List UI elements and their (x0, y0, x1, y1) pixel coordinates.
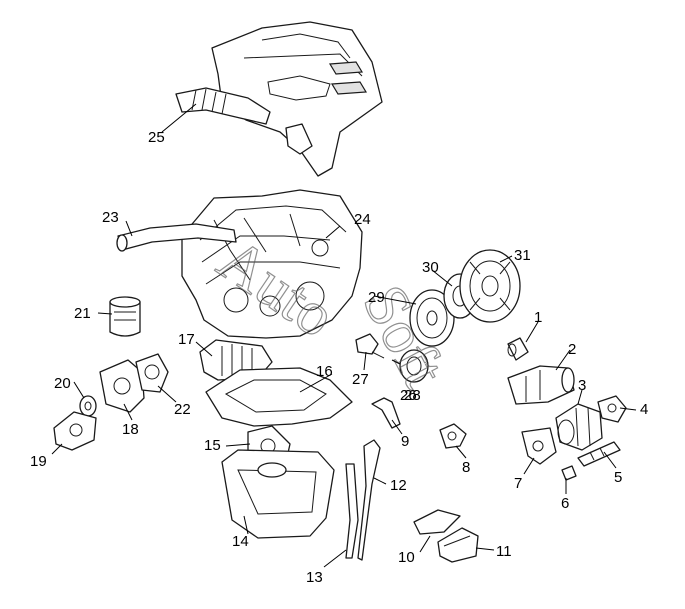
part-8-thermostat-housing[interactable] (439, 423, 467, 449)
callout-2: 2 (568, 341, 576, 358)
part-4-bracket[interactable] (597, 395, 627, 423)
callout-8: 8 (462, 459, 470, 476)
part-21-oil-filter[interactable] (109, 296, 141, 337)
callout-4: 4 (640, 401, 648, 418)
callout-15: 15 (204, 437, 221, 454)
part-9-breather-pipe[interactable] (371, 397, 401, 429)
callout-28: 28 (404, 387, 421, 404)
part-29-flywheel[interactable] (409, 289, 455, 347)
part-13-dipstick-tube[interactable] (345, 463, 359, 559)
callout-5: 5 (614, 469, 622, 486)
part-22-gasket[interactable] (135, 353, 169, 393)
callout-9: 9 (401, 433, 409, 450)
part-10-bracket[interactable] (413, 509, 461, 535)
part-16-oil-pan-upper[interactable] (205, 367, 353, 427)
part-31-pressure-plate[interactable] (459, 249, 521, 323)
callout-10: 10 (398, 549, 415, 566)
callout-12: 12 (390, 477, 407, 494)
callout-3: 3 (578, 377, 586, 394)
callout-26: 26 (400, 387, 417, 404)
part-7-mounting-bracket[interactable] (521, 427, 557, 465)
callout-17: 17 (178, 331, 195, 348)
callout-30: 30 (422, 259, 439, 276)
callout-31: 31 (514, 247, 531, 264)
part-19-thermostat-elbow[interactable] (53, 411, 97, 451)
callout-6: 6 (561, 495, 569, 512)
callout-24: 24 (354, 211, 371, 228)
callout-labels: 1 2 3 4 5 6 7 8 9 10 11 12 13 14 15 16 1… (30, 129, 648, 586)
part-23-coolant-pipe[interactable] (116, 223, 237, 252)
part-5-tensioner-rod[interactable] (577, 441, 621, 467)
callout-14: 14 (232, 533, 249, 550)
part-28-seal-ring[interactable] (399, 349, 429, 383)
callout-7: 7 (514, 475, 522, 492)
callout-29: 29 (368, 289, 385, 306)
callout-25: 25 (148, 129, 165, 146)
callout-16: 16 (316, 363, 333, 380)
callout-20: 20 (54, 375, 71, 392)
part-11-control-module[interactable] (437, 527, 479, 563)
callout-23: 23 (102, 209, 119, 226)
part-25-engine-cover[interactable] (175, 21, 383, 177)
part-2-starter-motor[interactable] (507, 365, 575, 405)
leader-lines (51, 103, 637, 568)
part-14-oil-sump[interactable] (221, 449, 335, 539)
callout-1: 1 (534, 309, 542, 326)
part-6-plug[interactable] (561, 465, 577, 481)
callout-19: 19 (30, 453, 47, 470)
callout-11: 11 (496, 543, 512, 560)
part-27-sensor[interactable] (355, 333, 385, 359)
part-20-pulley[interactable] (79, 395, 97, 417)
callout-18: 18 (122, 421, 139, 438)
callout-21: 21 (74, 305, 91, 322)
callout-22: 22 (174, 401, 191, 418)
callout-27: 27 (352, 371, 369, 388)
callout-13: 13 (306, 569, 323, 586)
part-18-water-pump[interactable] (99, 359, 145, 413)
part-12-dipstick[interactable] (357, 439, 381, 561)
part-1-release-bearing[interactable] (507, 337, 529, 361)
part-3-alternator[interactable] (555, 403, 603, 451)
